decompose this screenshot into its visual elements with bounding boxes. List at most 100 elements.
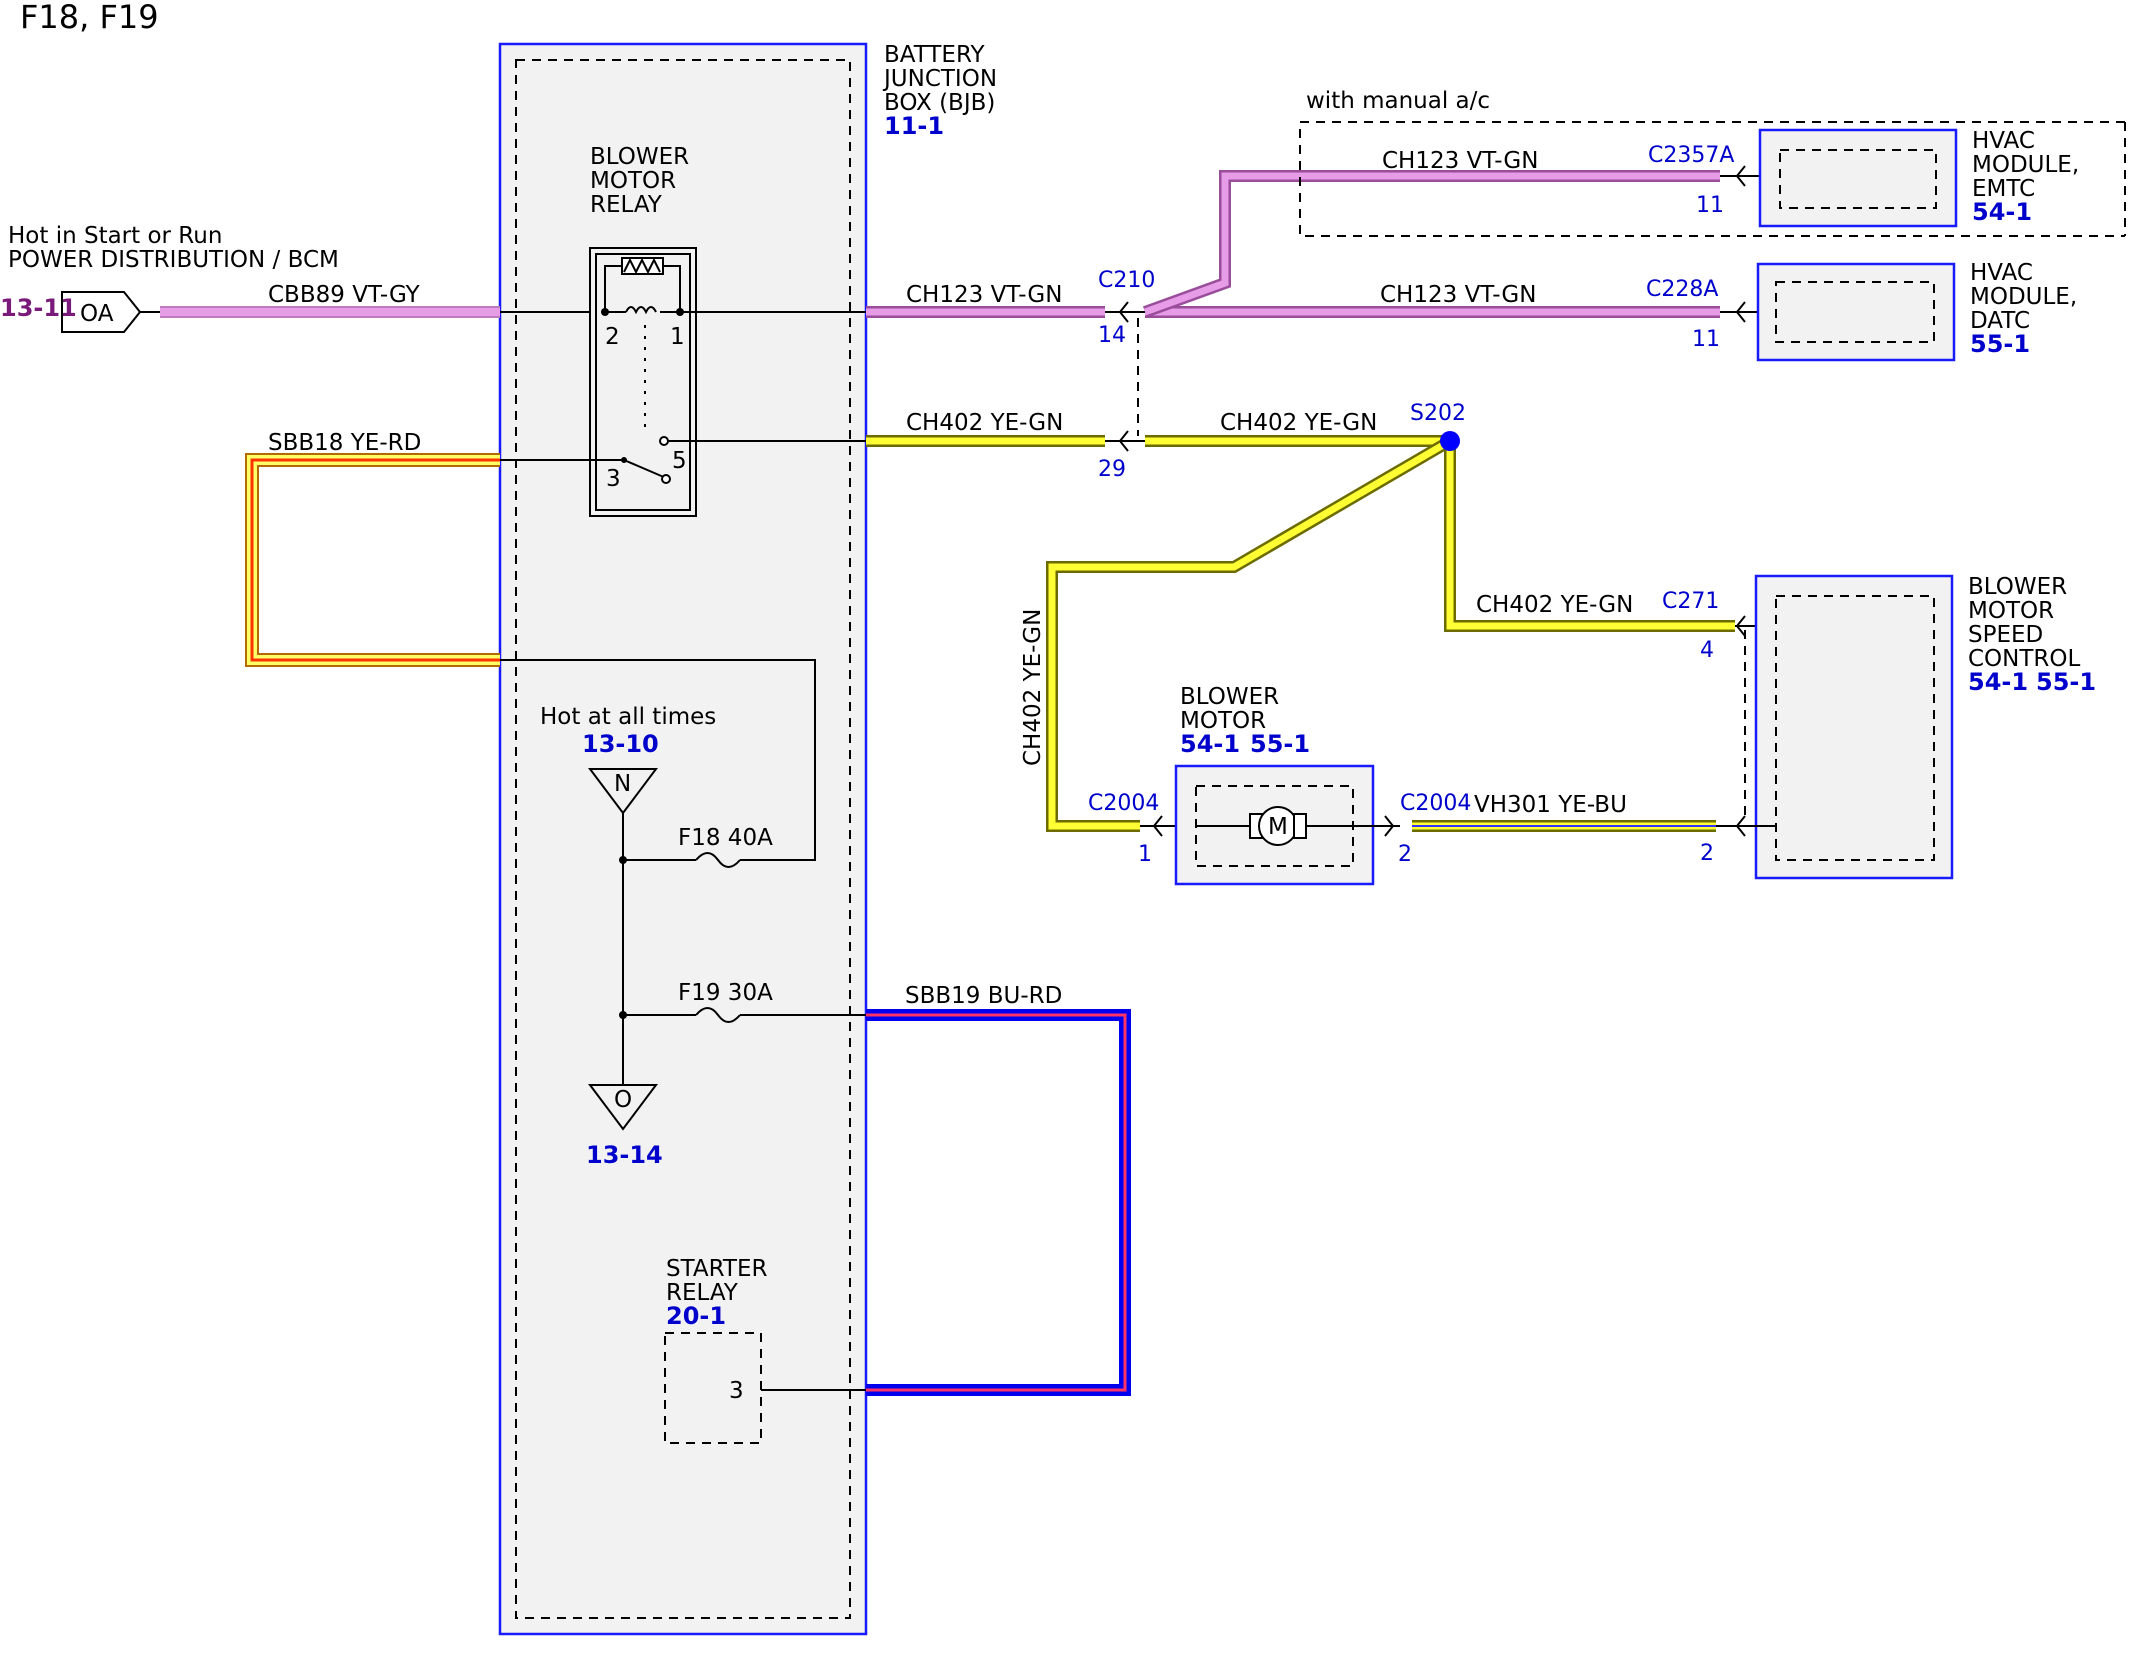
power-source-line1: Hot in Start or Run bbox=[8, 223, 222, 249]
connector-n-shape bbox=[588, 768, 658, 815]
c210-pin-14: 14 bbox=[1098, 323, 1126, 348]
relay-pin-5: 5 bbox=[672, 448, 687, 474]
c210-pin-29: 29 bbox=[1098, 457, 1126, 482]
c210-label[interactable]: C210 bbox=[1098, 268, 1155, 293]
hot-all-times-ref[interactable]: 13-10 bbox=[582, 730, 659, 758]
c210-arrow-bottom bbox=[1118, 430, 1129, 452]
wire-sbb18-outer bbox=[245, 453, 500, 667]
c2004-right-arrow bbox=[1384, 815, 1395, 837]
relay-pin-1: 1 bbox=[670, 324, 685, 350]
blower-motor-label-1: BLOWER bbox=[1180, 684, 1279, 710]
c271-pin: 4 bbox=[1700, 638, 1714, 663]
starter-relay-box bbox=[664, 1332, 762, 1444]
relay-pin-2: 2 bbox=[605, 324, 620, 350]
c2004-left-arrow bbox=[1152, 815, 1163, 837]
relay-pin-3: 3 bbox=[606, 466, 621, 492]
hvac-emtc-box bbox=[1758, 128, 1958, 228]
wire-sbb19-outer bbox=[866, 1009, 1131, 1396]
wire-ch123-c bbox=[1143, 172, 1720, 316]
bjb-inner-dashed bbox=[515, 59, 851, 1619]
manual-ac-dashed bbox=[1299, 121, 2125, 237]
wire-ch123-c-label: CH123 VT-GN bbox=[1382, 148, 1538, 174]
bmsc-label-4: CONTROL bbox=[1968, 646, 2081, 672]
c210-arrow-top bbox=[1118, 301, 1129, 323]
page-title: F18, F19 bbox=[20, 0, 159, 36]
fuse-f19-label: F19 30A bbox=[678, 980, 773, 1006]
starter-relay-pin: 3 bbox=[729, 1378, 744, 1404]
wire-ch402-a-label: CH402 YE-GN bbox=[906, 410, 1063, 436]
relay-box bbox=[589, 247, 697, 517]
oa-connector-shape bbox=[61, 291, 142, 333]
hvac-datc-label-1: HVAC bbox=[1970, 260, 2033, 286]
bjb-label-1: BATTERY bbox=[884, 42, 985, 68]
s202-splice-dot bbox=[1440, 431, 1460, 451]
wire-cbb89-label: CBB89 VT-GY bbox=[268, 282, 421, 308]
wire-sbb19-label: SBB19 BU-RD bbox=[905, 983, 1062, 1009]
relay-label-2: MOTOR bbox=[590, 168, 676, 194]
wire-sbb18-label: SBB18 YE-RD bbox=[268, 430, 421, 456]
connector-n-label: N bbox=[614, 771, 631, 797]
c2357a-label[interactable]: C2357A bbox=[1648, 143, 1734, 168]
starter-relay-label-2: RELAY bbox=[666, 1280, 739, 1306]
c2357a-arrow bbox=[1735, 165, 1746, 187]
bmsc-label-3: SPEED bbox=[1968, 622, 2043, 648]
c271-label[interactable]: C271 bbox=[1662, 589, 1719, 614]
c228a-label[interactable]: C228A bbox=[1646, 277, 1718, 302]
bmsc-label-2: MOTOR bbox=[1968, 598, 2054, 624]
hot-all-times-label: Hot at all times bbox=[540, 704, 716, 730]
c228a-pin: 11 bbox=[1692, 327, 1720, 352]
hvac-datc-label-3: DATC bbox=[1970, 308, 2030, 334]
wire-ch402-c-label: CH402 YE-GN bbox=[1476, 592, 1633, 618]
wire-ch402-c bbox=[1446, 441, 1735, 630]
c2004-left-label[interactable]: C2004 bbox=[1088, 791, 1159, 816]
bmsc-ref-1[interactable]: 54-1 bbox=[1968, 668, 2028, 696]
wire-ch402-b-label: CH402 YE-GN bbox=[1220, 410, 1377, 436]
c2357a-pin: 11 bbox=[1696, 193, 1724, 218]
wire-sbb18 bbox=[250, 458, 500, 662]
c2004-right-pin: 2 bbox=[1398, 842, 1412, 867]
power-source-ref[interactable]: 13-11 bbox=[0, 294, 77, 322]
wire-ch402-v bbox=[1048, 437, 1452, 830]
c2004-left-pin: 1 bbox=[1138, 842, 1152, 867]
bmsc-pin-2: 2 bbox=[1700, 841, 1714, 866]
wire-ch123-b-label: CH123 VT-GN bbox=[1380, 282, 1536, 308]
wire-vh301-label: VH301 YE-BU bbox=[1474, 792, 1627, 818]
motor-symbol: M bbox=[1268, 814, 1288, 840]
wire-ch402-v-label: CH402 YE-GN bbox=[1020, 609, 1046, 766]
bmsc-ref-2[interactable]: 55-1 bbox=[2036, 668, 2096, 696]
fuse-f19-icon bbox=[695, 1007, 741, 1023]
blower-motor-ref-2[interactable]: 55-1 bbox=[1250, 730, 1310, 758]
fuse-f18-label: F18 40A bbox=[678, 825, 773, 851]
fuse-f18-icon bbox=[695, 852, 741, 868]
c271-arrow bbox=[1735, 615, 1746, 637]
relay-coil bbox=[625, 306, 657, 315]
blower-motor-ref-1[interactable]: 54-1 bbox=[1180, 730, 1240, 758]
hvac-datc-ref[interactable]: 55-1 bbox=[1970, 330, 2030, 358]
wire-sbb19 bbox=[866, 1013, 1127, 1392]
wire-ch123-a-label: CH123 VT-GN bbox=[906, 282, 1062, 308]
bmsc-pin2-arrow bbox=[1735, 815, 1746, 837]
relay-label-3: RELAY bbox=[590, 192, 663, 218]
starter-relay-ref[interactable]: 20-1 bbox=[666, 1302, 726, 1330]
connector-o-ref[interactable]: 13-14 bbox=[586, 1141, 663, 1169]
power-source-line2: POWER DISTRIBUTION / BCM bbox=[8, 247, 339, 273]
hvac-datc-box bbox=[1756, 262, 1956, 362]
c228a-arrow bbox=[1735, 301, 1746, 323]
connector-o-label: O bbox=[614, 1087, 632, 1113]
bjb-ref[interactable]: 11-1 bbox=[884, 112, 944, 140]
manual-ac-label: with manual a/c bbox=[1306, 88, 1490, 114]
hvac-emtc-ref[interactable]: 54-1 bbox=[1972, 198, 2032, 226]
hvac-datc-label-2: MODULE, bbox=[1970, 284, 2077, 310]
hvac-emtc-label-1: HVAC bbox=[1972, 128, 2035, 154]
blower-motor-label-2: MOTOR bbox=[1180, 708, 1266, 734]
bmsc-box bbox=[1754, 574, 1954, 880]
hvac-emtc-label-2: MODULE, bbox=[1972, 152, 2079, 178]
oa-connector-label: OA bbox=[80, 301, 114, 327]
bmsc-label-1: BLOWER bbox=[1968, 574, 2067, 600]
bjb-label-2: JUNCTION bbox=[882, 66, 997, 92]
s202-label[interactable]: S202 bbox=[1410, 401, 1466, 426]
connector-o-shape bbox=[588, 1084, 658, 1131]
hvac-emtc-label-3: EMTC bbox=[1972, 176, 2035, 202]
c2004-right-label[interactable]: C2004 bbox=[1400, 791, 1471, 816]
